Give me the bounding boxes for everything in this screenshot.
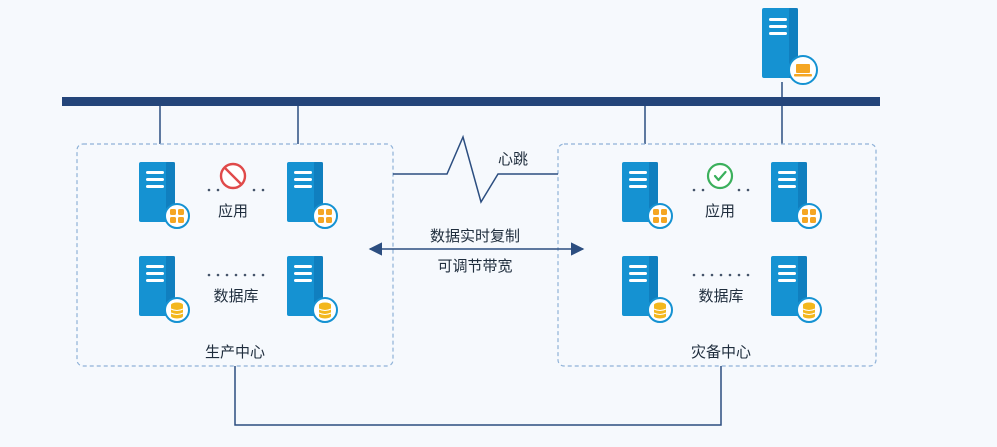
database-icon <box>312 297 338 323</box>
dr-center-name: 灾备中心 <box>690 343 752 361</box>
app-grid-icon <box>312 203 338 229</box>
production-app-label: 应用 <box>217 202 249 220</box>
app-grid-icon <box>164 203 190 229</box>
monitor-server <box>762 8 818 85</box>
dr-app-server-2 <box>771 162 822 229</box>
replication-label-line2: 可调节带宽 <box>437 257 513 275</box>
dots-dr-app <box>692 188 750 192</box>
replication-label-line1: 数据实时复制 <box>429 227 521 245</box>
database-icon <box>796 297 822 323</box>
dots-production-app <box>207 188 265 192</box>
production-app-server-1 <box>139 162 190 229</box>
production-center-name: 生产中心 <box>204 343 266 361</box>
production-app-server-2 <box>287 162 338 229</box>
dr-db-server-2 <box>771 256 822 323</box>
laptop-icon <box>788 55 818 85</box>
bottom-connection-line <box>234 366 722 426</box>
dotted-links <box>207 188 750 277</box>
app-grid-icon <box>796 203 822 229</box>
production-db-label: 数据库 <box>213 287 259 305</box>
dr-app-server-1 <box>622 162 673 229</box>
dots-dr-db <box>692 273 750 277</box>
dots-production-db <box>207 273 265 277</box>
heartbeat-line <box>393 134 558 204</box>
database-icon <box>647 297 673 323</box>
heartbeat-label: 心跳 <box>498 150 529 168</box>
network-bus <box>62 97 880 106</box>
prohibited-icon <box>219 162 247 190</box>
production-db-server-2 <box>287 256 338 323</box>
bus-drop-lines <box>159 82 783 144</box>
production-db-server-1 <box>139 256 190 323</box>
dr-db-server-1 <box>622 256 673 323</box>
dr-app-label: 应用 <box>704 202 736 220</box>
database-icon <box>164 297 190 323</box>
dr-db-label: 数据库 <box>698 287 744 305</box>
check-circle-icon <box>706 162 734 190</box>
app-grid-icon <box>647 203 673 229</box>
